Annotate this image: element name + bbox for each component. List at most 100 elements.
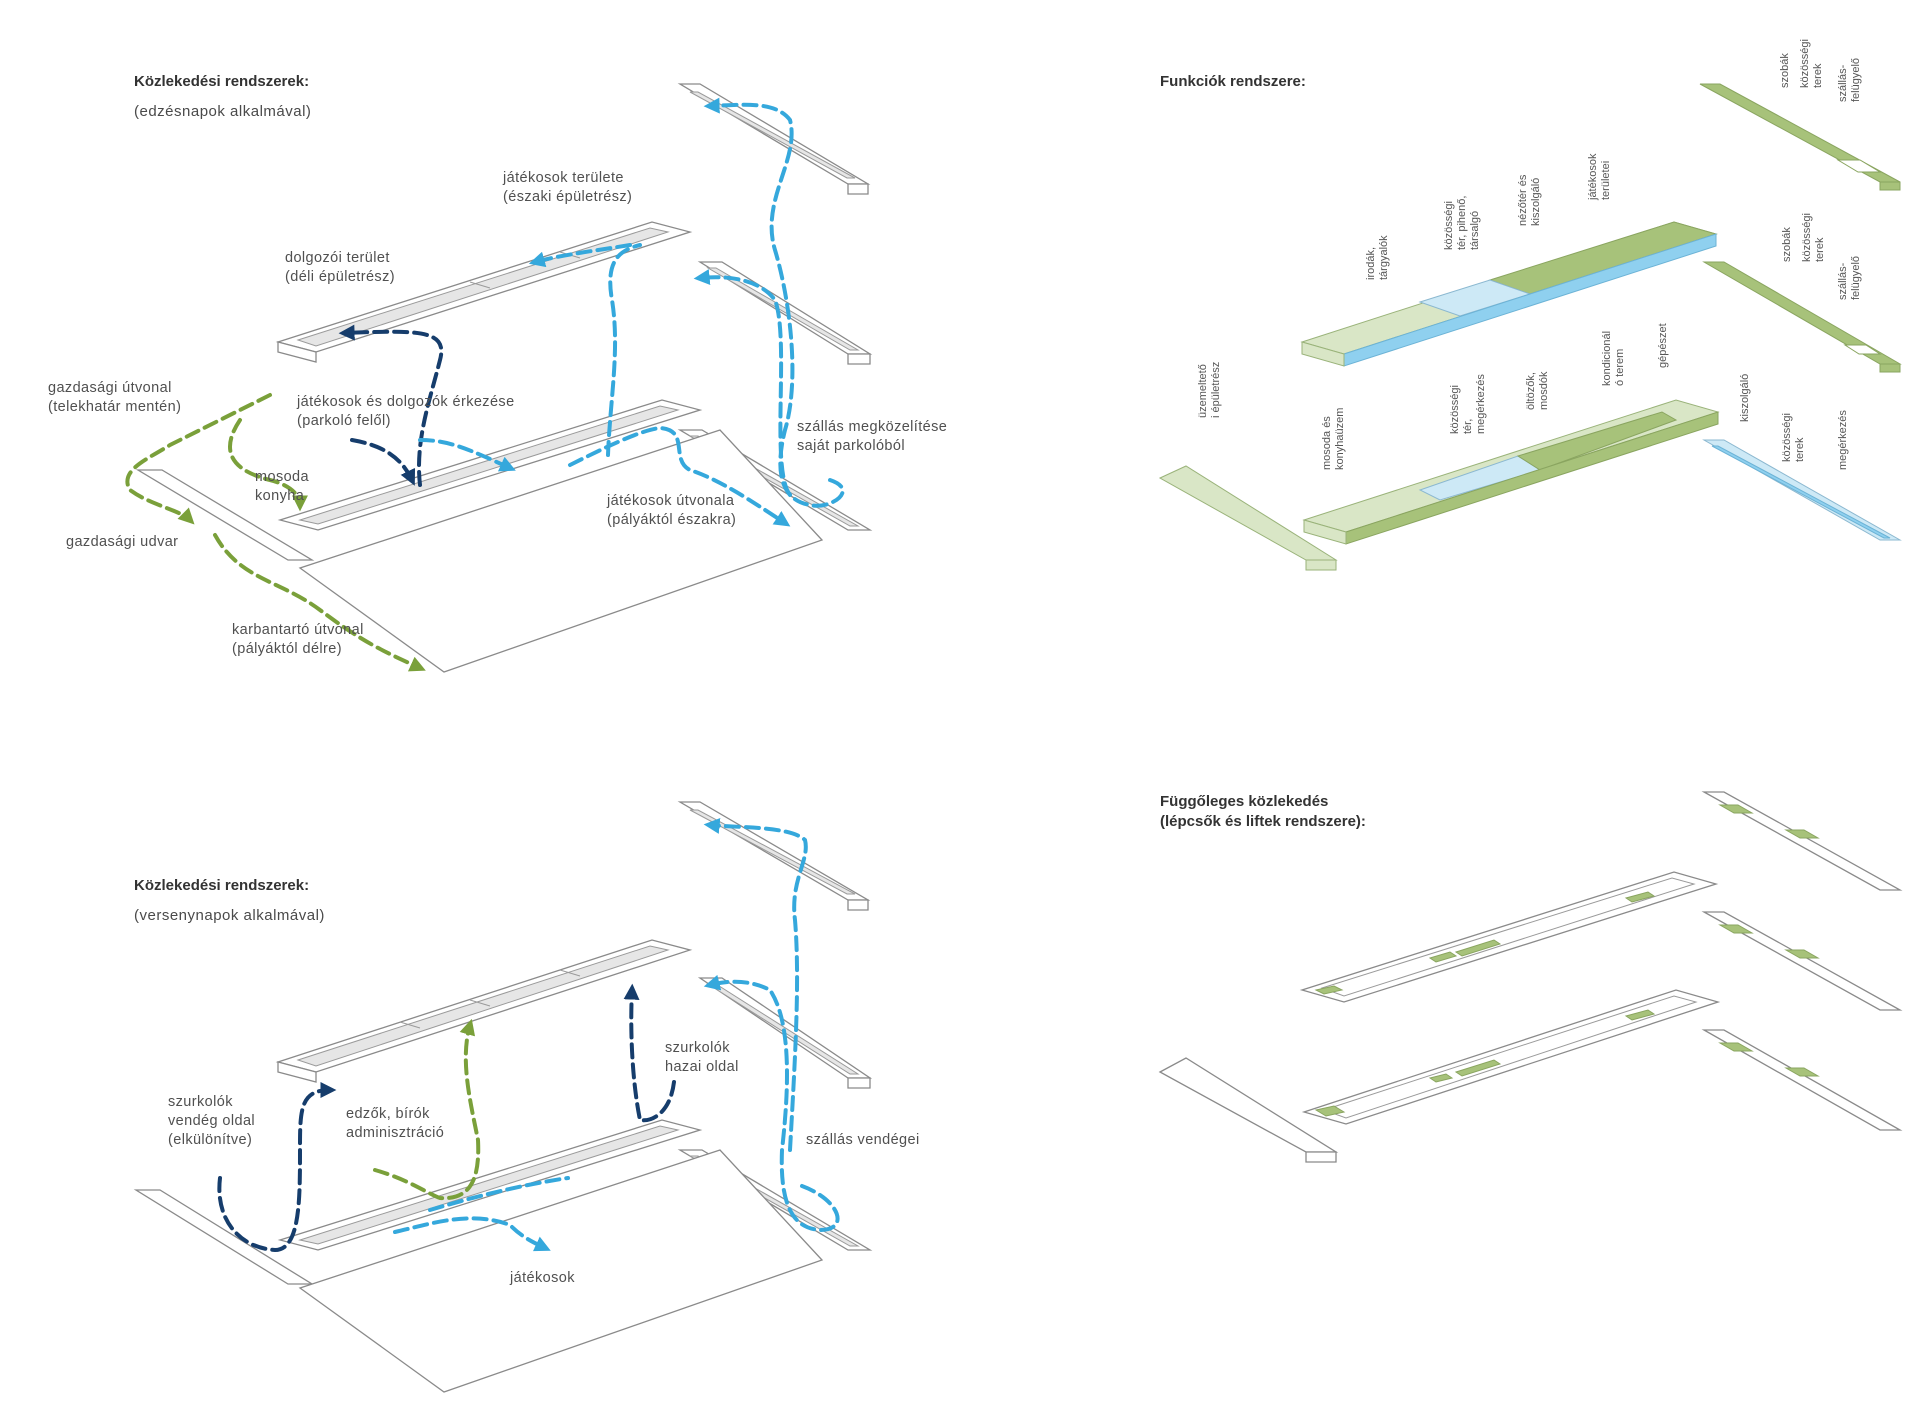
svg-text:társalgó: társalgó	[1469, 211, 1481, 250]
top-wing-outline	[1701, 791, 1903, 891]
svg-text:ó terem: ó terem	[1614, 349, 1626, 386]
players-arrow-branch	[428, 1176, 570, 1212]
label-from-parking: (parkoló felől)	[297, 413, 391, 429]
laundry-route-arrow	[228, 418, 308, 512]
svg-text:tárgyalók: tárgyalók	[1378, 235, 1390, 280]
away-fans-arrow	[217, 1082, 337, 1253]
svg-text:felügyelő: felügyelő	[1850, 256, 1862, 300]
svg-text:terek: terek	[1794, 437, 1806, 462]
svg-text:kiszolgáló: kiszolgáló	[1739, 374, 1751, 422]
svg-text:szobák: szobák	[1781, 227, 1793, 262]
function-labels: szobák közösségi terek szállás- felügyel…	[1197, 39, 1862, 470]
label-kitchen: konyha	[255, 488, 305, 504]
svg-text:kiszolgáló: kiszolgáló	[1530, 178, 1542, 226]
label-own-parking: saját parkolóból	[797, 438, 905, 454]
svg-text:szállás-: szállás-	[1837, 262, 1849, 300]
label-arrival: játékosok és dolgozók érkezése	[296, 394, 515, 410]
svg-text:gépészet: gépészet	[1657, 323, 1669, 368]
label-separated: (elkülönítve)	[168, 1132, 252, 1148]
label-accommodation-guests: szállás vendégei	[806, 1132, 920, 1148]
lower-wing-outline	[1701, 1029, 1903, 1131]
label-north-of-fields: (pályáktól északra)	[607, 512, 736, 528]
label-players-area: játékosok területe	[502, 170, 624, 186]
upper-floor-outline	[1299, 871, 1719, 1003]
label-boundary: (telekhatár mentén)	[48, 399, 181, 415]
label-service-route: gazdasági útvonal	[48, 380, 172, 396]
svg-text:konyhaüzem: konyhaüzem	[1334, 408, 1346, 470]
label-south-part: (déli épületrész)	[285, 269, 395, 285]
svg-text:megérkezés: megérkezés	[1837, 410, 1849, 470]
label-laundry: mosoda	[255, 469, 310, 485]
label-maintenance-route: karbantartó útvonal	[232, 622, 364, 638]
svg-text:közösségi: közösségi	[1801, 213, 1813, 262]
guests-mid-arrow	[703, 974, 840, 1233]
label-south-of-fields: (pályáktól délre)	[232, 641, 342, 657]
svg-text:felügyelő: felügyelő	[1850, 58, 1862, 102]
svg-text:nézőtér és: nézőtér és	[1517, 174, 1529, 226]
ground-floor-slab	[133, 1119, 873, 1393]
maintenance-route-arrow	[213, 533, 426, 672]
panel-training-days: Közlekedési rendszerek: (edzésnapok alka…	[48, 73, 947, 673]
svg-text:i épületrész: i épületrész	[1210, 362, 1222, 418]
operations-wing-outline	[1158, 1057, 1339, 1153]
label-staff-area: dolgozói terület	[285, 250, 390, 266]
upper-floor-slab	[275, 939, 693, 1083]
label-administration: adminisztráció	[346, 1125, 444, 1141]
panel-title: Közlekedési rendszerek:	[134, 877, 309, 894]
players-vertical-route	[606, 243, 642, 457]
svg-text:közösségi: közösségi	[1799, 39, 1811, 88]
svg-text:közösségi: közösségi	[1781, 413, 1793, 462]
mid-wing-outline	[1701, 911, 1903, 1011]
service-route-arrow	[125, 393, 272, 525]
top-wing-slab	[677, 801, 871, 911]
label-players-route: játékosok útvonala	[606, 493, 735, 509]
svg-text:közösségi: közösségi	[1443, 201, 1455, 250]
label-away-fans: szurkolók	[168, 1094, 233, 1110]
panel-functions: Funkciók rendszere: szobák közösségi ter	[1158, 39, 1902, 571]
svg-text:irodák,: irodák,	[1365, 247, 1377, 280]
svg-text:szállás-: szállás-	[1837, 64, 1849, 102]
svg-text:üzemeltető: üzemeltető	[1197, 364, 1209, 418]
label-accommodation-access: szállás megközelítése	[797, 419, 947, 435]
panel-subtitle: (edzésnapok alkalmával)	[134, 103, 311, 120]
svg-text:játékosok: játékosok	[1587, 153, 1599, 201]
staff-arrival-arrow-down	[350, 438, 416, 486]
players-arrow	[393, 1216, 551, 1252]
label-coaches-referees: edzők, bírók	[346, 1106, 430, 1122]
panel-vertical-circulation: Függőleges közlekedés (lépcsők és liftek…	[1158, 791, 1903, 1163]
upper-floor-slab	[275, 221, 693, 363]
panel-title-line-2: (lépcsők és liftek rendszere):	[1160, 813, 1366, 830]
svg-text:mosoda és: mosoda és	[1321, 416, 1333, 470]
panel-title: Funkciók rendszere:	[1160, 73, 1306, 90]
svg-text:szobák: szobák	[1779, 53, 1791, 88]
svg-text:megérkezés: megérkezés	[1475, 374, 1487, 434]
upper-wing-slab	[697, 261, 873, 365]
label-service-yard: gazdasági udvar	[66, 534, 178, 550]
label-home-side: hazai oldal	[665, 1059, 739, 1075]
panel-subtitle: (versenynapok alkalmával)	[134, 907, 325, 924]
panel-title-line-1: Függőleges közlekedés	[1160, 793, 1328, 810]
accommodation-route-mid	[693, 269, 792, 497]
label-players: játékosok	[509, 1270, 575, 1286]
ground-floor-outline	[1301, 989, 1721, 1125]
home-fans-arrow	[623, 983, 676, 1123]
accommodation-route-top	[703, 97, 845, 508]
svg-text:kondicionál: kondicionál	[1601, 331, 1613, 386]
svg-text:öltözők,: öltözők,	[1525, 372, 1537, 410]
svg-text:terek: terek	[1814, 237, 1826, 262]
svg-text:mosdók: mosdók	[1538, 371, 1550, 410]
staff-arrival-arrow-up	[338, 324, 444, 487]
svg-text:tér,: tér,	[1462, 419, 1474, 434]
operations-wing	[1158, 465, 1338, 561]
svg-text:közösségi: közösségi	[1449, 385, 1461, 434]
svg-text:tér, pihenő,: tér, pihenő,	[1456, 196, 1468, 250]
label-home-fans: szurkolók	[665, 1040, 730, 1056]
top-wing-slab	[677, 83, 871, 195]
staff-referees-arrow	[373, 1018, 481, 1201]
svg-text:terek: terek	[1812, 63, 1824, 88]
players-route-arrow	[568, 425, 791, 527]
panel-match-days: Közlekedési rendszerek: (versenynapok al…	[133, 801, 920, 1393]
label-north-part: (északi épületrész)	[503, 189, 632, 205]
guests-top-arrow	[703, 817, 808, 1152]
